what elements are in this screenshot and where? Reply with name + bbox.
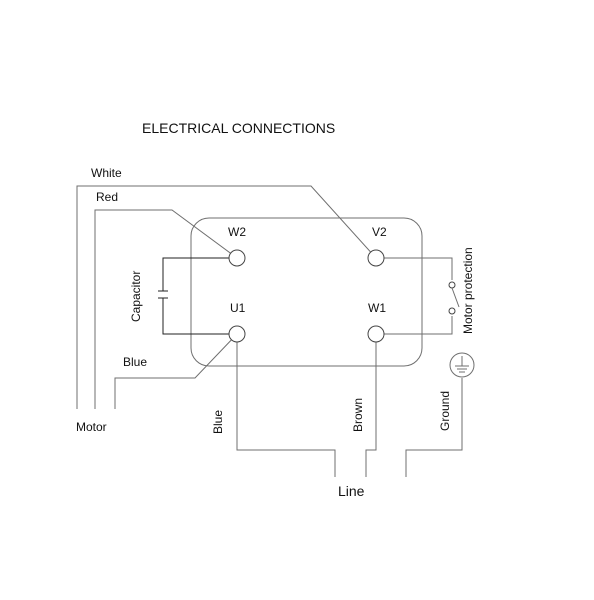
red-wire-label: Red [96, 190, 118, 204]
capacitor-wire-bottom [162, 298, 237, 335]
terminal-w2-label: W2 [228, 225, 246, 239]
blue-line-wire-label: Blue [211, 410, 225, 434]
terminal-u1-label: U1 [230, 301, 246, 315]
brown-line-wire [365, 334, 377, 477]
protection-wire-top [376, 257, 453, 280]
blue-motor-wire-label: Blue [123, 355, 147, 369]
terminal-box [190, 217, 423, 367]
white-wire [76, 185, 377, 409]
terminal-w1-label: W1 [368, 301, 386, 315]
red-wire [94, 209, 238, 409]
protection-contact-bottom [448, 307, 456, 315]
terminal-w1 [367, 325, 385, 343]
line-label: Line [338, 483, 365, 499]
capacitor-wire-top [162, 257, 237, 291]
ground-line-wire-label: Ground [438, 391, 452, 431]
blue-line-wire [236, 334, 336, 477]
protection-contact-top [448, 281, 456, 289]
terminal-v2-label: V2 [372, 225, 387, 239]
terminal-w2 [228, 249, 246, 267]
protection-wire-bottom [376, 316, 453, 335]
terminal-u1 [228, 325, 246, 343]
protection-switch-blade [451, 287, 460, 308]
ground-line-wire [405, 378, 463, 477]
motor-protection-label: Motor protection [461, 247, 475, 334]
brown-line-wire-label: Brown [351, 398, 365, 432]
motor-label: Motor [76, 420, 107, 434]
diagram-title: ELECTRICAL CONNECTIONS [142, 120, 335, 136]
terminal-v2 [367, 249, 385, 267]
white-wire-label: White [91, 166, 122, 180]
ground-icon [449, 352, 475, 378]
blue-motor-wire [114, 333, 238, 409]
capacitor-label: Capacitor [129, 271, 143, 322]
